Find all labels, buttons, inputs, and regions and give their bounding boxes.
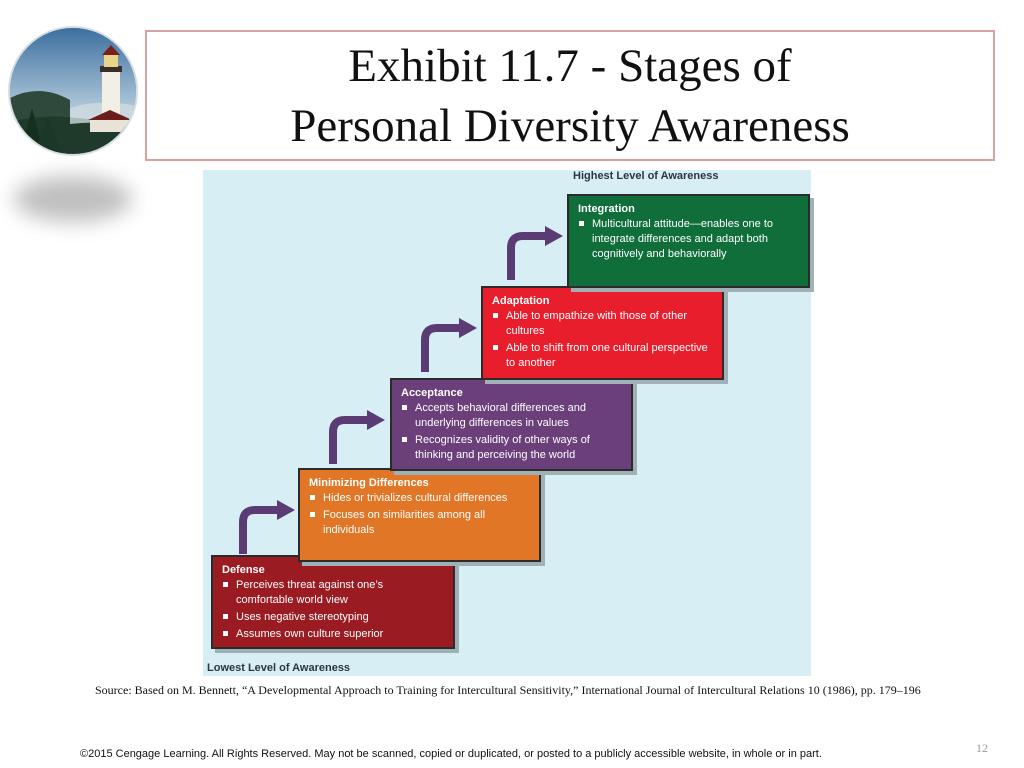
arrow-2 bbox=[329, 410, 385, 464]
stage-bullet: Focuses on similarities among all indivi… bbox=[309, 508, 529, 538]
stage-bullets: Able to empathize with those of other cu… bbox=[492, 309, 712, 371]
stage-bullet: Uses negative stereotyping bbox=[222, 610, 443, 625]
stage-bullet: Able to shift from one cultural perspect… bbox=[492, 341, 712, 371]
title-line-2: Personal Diversity Awareness bbox=[290, 99, 850, 152]
stage-defense: Defense Perceives threat against one’s c… bbox=[211, 555, 455, 649]
arrow-4 bbox=[507, 226, 563, 280]
stage-integration: Integration Multicultural attitude—enabl… bbox=[567, 194, 810, 288]
stage-title: Defense bbox=[222, 564, 265, 576]
stage-title: Integration bbox=[578, 203, 635, 215]
stage-bullet: Perceives threat against one’s comfortab… bbox=[222, 578, 443, 608]
stage-bullets: Perceives threat against one’s comfortab… bbox=[222, 578, 443, 642]
title-line-1: Exhibit 11.7 - Stages of bbox=[348, 39, 792, 92]
stage-title: Acceptance bbox=[401, 387, 463, 399]
stage-bullets: Hides or trivializes cultural difference… bbox=[309, 491, 529, 538]
stage-bullet: Accepts behavioral differences and under… bbox=[401, 401, 621, 431]
stage-minimizing-differences: Minimizing Differences Hides or triviali… bbox=[298, 468, 541, 562]
stage-bullet: Assumes own culture superior bbox=[222, 627, 443, 642]
stage-bullet: Able to empathize with those of other cu… bbox=[492, 309, 712, 339]
stage-bullet: Hides or trivializes cultural difference… bbox=[309, 491, 529, 506]
stage-bullet: Multicultural attitude—enables one to in… bbox=[578, 217, 798, 262]
stage-bullet: Recognizes validity of other ways of thi… bbox=[401, 433, 621, 463]
highest-level-label: Highest Level of Awareness bbox=[573, 170, 719, 182]
stage-title: Adaptation bbox=[492, 295, 550, 307]
page-number: 12 bbox=[976, 741, 988, 755]
arrow-3 bbox=[421, 318, 477, 372]
arrow-1 bbox=[239, 500, 295, 554]
source-citation: Source: Based on M. Bennett, “A Developm… bbox=[95, 683, 921, 697]
stage-adaptation: Adaptation Able to empathize with those … bbox=[481, 286, 724, 380]
lighthouse-logo bbox=[8, 26, 138, 156]
stage-bullets: Accepts behavioral differences and under… bbox=[401, 401, 621, 463]
stage-bullets: Multicultural attitude—enables one to in… bbox=[578, 217, 798, 262]
logo-shadow bbox=[14, 176, 132, 222]
lighthouse-icon bbox=[10, 28, 136, 154]
stage-title: Minimizing Differences bbox=[309, 477, 429, 489]
slide-title: Exhibit 11.7 - Stages of Personal Divers… bbox=[145, 30, 995, 161]
stage-arrows bbox=[239, 226, 563, 554]
copyright-notice: ©2015 Cengage Learning. All Rights Reser… bbox=[80, 748, 822, 760]
stage-acceptance: Acceptance Accepts behavioral difference… bbox=[390, 378, 633, 471]
awareness-staircase-diagram: Highest Level of Awareness Defense Perce… bbox=[203, 170, 811, 676]
lowest-level-label: Lowest Level of Awareness bbox=[207, 662, 351, 674]
